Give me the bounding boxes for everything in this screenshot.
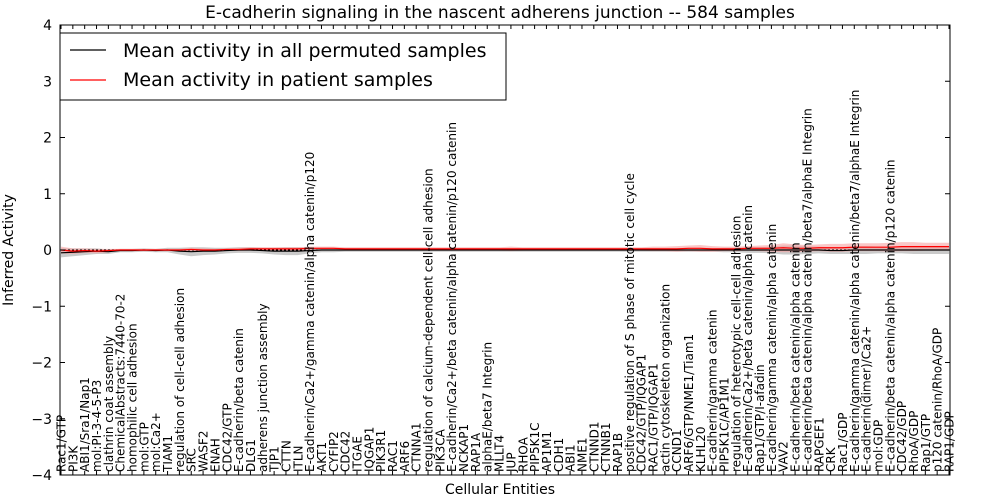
- legend: Mean activity in all permuted samples Me…: [59, 32, 507, 101]
- x-tick-label: E-cadherin/beta catenin/alpha catenin: [789, 242, 803, 472]
- x-tick-label: E-cadherin/gamma catenin: [706, 310, 720, 473]
- x-tick-label: RAP1B: [611, 433, 625, 472]
- x-tick-label: positive regulation of S phase of mitoti…: [623, 173, 637, 472]
- x-tick-label: CTNNA1: [410, 422, 424, 472]
- y-tick-label: −2: [31, 356, 52, 372]
- y-tick-label: 0: [43, 243, 52, 259]
- x-tick-label: TJP1: [268, 446, 282, 473]
- x-tick-label: CTNND1: [587, 421, 601, 472]
- x-tick-label: E-cadherin/beta catenin/alpha catenin/p1…: [883, 159, 897, 472]
- x-tick-label: PIK3R1: [374, 430, 388, 472]
- x-tick-label: PIP5K1C/AP1M1: [718, 377, 732, 472]
- x-tick-label: E-cadherin/beta catenin/alpha catenin/be…: [800, 108, 814, 472]
- x-tick-label: VAV2: [777, 441, 791, 472]
- y-tick-label: 3: [43, 74, 52, 90]
- x-tick-label: RhoA/GDP: [907, 411, 921, 472]
- x-tick-label: CCND1: [670, 429, 684, 472]
- y-tick-label: 1: [43, 187, 52, 203]
- x-tick-label: CDC42/GTP: [220, 403, 234, 472]
- x-tick-label: Rap1/GTP: [919, 414, 933, 472]
- x-tick-label: ENAH: [208, 438, 222, 472]
- x-tick-label: ITLN: [291, 445, 305, 472]
- x-tick-label: mol:PI-3-4-5-P3: [90, 380, 104, 472]
- x-tick-label: mol:Ca2+: [149, 412, 163, 472]
- x-tick-label: WASF2: [197, 430, 211, 472]
- x-tick-label: ITGAE: [351, 436, 365, 472]
- x-tick-label: regulation of calcium-dependent cell-cel…: [422, 168, 436, 472]
- band-series-1: [61, 242, 949, 254]
- x-tick-label: adherens junction assembly: [256, 303, 270, 472]
- x-tick-label: Rac1/GDP: [836, 413, 850, 472]
- x-tick-label: E-cadherin/gamma catenin/alpha catenin/b…: [848, 90, 862, 472]
- legend-label-permuted: Mean activity in all permuted samples: [123, 40, 486, 62]
- x-tick-label: PIP5K1C: [528, 422, 542, 472]
- chart-title: E-cadherin signaling in the nascent adhe…: [205, 3, 795, 23]
- x-tick-label: AP1M1: [540, 431, 554, 472]
- x-axis-label: Cellular Entities: [445, 482, 555, 498]
- x-tick-label: clathrin coat assembly: [102, 336, 116, 472]
- x-tick-label: RAC1/GTP/IQGAP1: [647, 363, 661, 472]
- x-tick-label: ABI1/Sra1/Nap1: [78, 377, 92, 472]
- x-tick-label: RHOA: [516, 436, 530, 472]
- x-tick-label: RAP1A: [469, 432, 483, 472]
- x-tick-label: ARF6/GTP/NME1/Tiam1: [682, 334, 696, 472]
- y-tick-label: −3: [31, 412, 52, 428]
- x-tick-label: actin cytoskeleton organization: [658, 284, 672, 472]
- y-tick-label: 4: [43, 18, 52, 34]
- x-tick-label: TIAM1: [161, 435, 175, 473]
- x-tick-label: CTTN: [279, 440, 293, 472]
- x-tick-label: NCKAP1: [457, 424, 471, 472]
- y-tick-label: −4: [31, 468, 52, 484]
- x-tick-label: ARF6: [398, 441, 412, 472]
- x-tick-label: JUP: [504, 452, 518, 473]
- x-tick-label: MLLT4: [493, 435, 507, 472]
- x-tick-label: PIK3CA: [433, 428, 447, 472]
- x-tick-label: E-cadherin/Ca2+/beta catenin/alpha caten…: [445, 122, 459, 472]
- x-tick-label: CDC42/GDP: [895, 401, 909, 472]
- x-tick-label: AKT1: [315, 442, 329, 472]
- x-tick-label: CTNNB1: [599, 422, 613, 472]
- line-series-0: [60, 249, 949, 254]
- x-tick-label: Rap1/GTP/I-afadin: [753, 364, 767, 472]
- y-tick-label: 2: [43, 131, 52, 147]
- x-tick-label: NME1: [575, 437, 589, 472]
- legend-box: [59, 32, 507, 101]
- x-tick-label: regulation of cell-cell adhesion: [173, 288, 187, 472]
- y-axis-label: Inferred Activity: [1, 194, 17, 306]
- x-tick-label: SRC: [185, 448, 199, 472]
- x-tick-label: ABI1: [564, 444, 578, 472]
- x-tick-label: alphaE/beta7 Integrin: [481, 342, 495, 472]
- line-series-1: [60, 246, 949, 252]
- x-tick-label: Rac1/GTP: [55, 415, 69, 472]
- x-tick-label: E-cadherin(dimer)/Ca2+: [860, 326, 874, 472]
- legend-label-patient: Mean activity in patient samples: [123, 69, 433, 91]
- x-tick-label: RAC1: [386, 440, 400, 472]
- x-tick-label: IQGAP1: [362, 427, 376, 472]
- y-tick-label: −1: [31, 299, 52, 315]
- x-tick-label: mol:GTP: [137, 422, 151, 472]
- x-tick-label: CDC42/GTP/IQGAP1: [635, 354, 649, 472]
- x-tick-label: mol:GDP: [871, 420, 885, 472]
- x-tick-label: DLG1: [244, 439, 258, 472]
- x-tick-label: CDH1: [552, 438, 566, 472]
- x-tick-label: CYFIP2: [327, 431, 341, 472]
- x-tick-label: PI3K: [66, 445, 80, 472]
- x-tick-label: p120 catenin/RhoA/GDP: [931, 328, 945, 472]
- x-tick-label: KLHL20: [694, 426, 708, 472]
- x-tick-label: CDC42: [339, 431, 353, 472]
- x-tick-label: RAPGEF1: [812, 417, 826, 472]
- x-tick-label: RAP1/GDP: [943, 411, 957, 472]
- x-tick-label: ChemicalAbstracts:7440-70-2: [114, 294, 128, 472]
- x-tick-label: homophilic cell adhesion: [126, 323, 140, 472]
- x-tick-label: E-cadherin/Ca2+/beta catenin/alpha caten…: [741, 205, 755, 472]
- x-tick-label: CRK: [824, 446, 838, 472]
- x-tick-label: regulation of heterotypic cell-cell adhe…: [729, 216, 743, 472]
- x-tick-label: E-cadherin/Ca2+/gamma catenin/alpha cate…: [303, 152, 317, 472]
- x-tick-label: E-cadherin/gamma catenin/alpha catenin: [765, 224, 779, 472]
- x-tick-label: E-cadherin/beta catenin: [232, 328, 246, 472]
